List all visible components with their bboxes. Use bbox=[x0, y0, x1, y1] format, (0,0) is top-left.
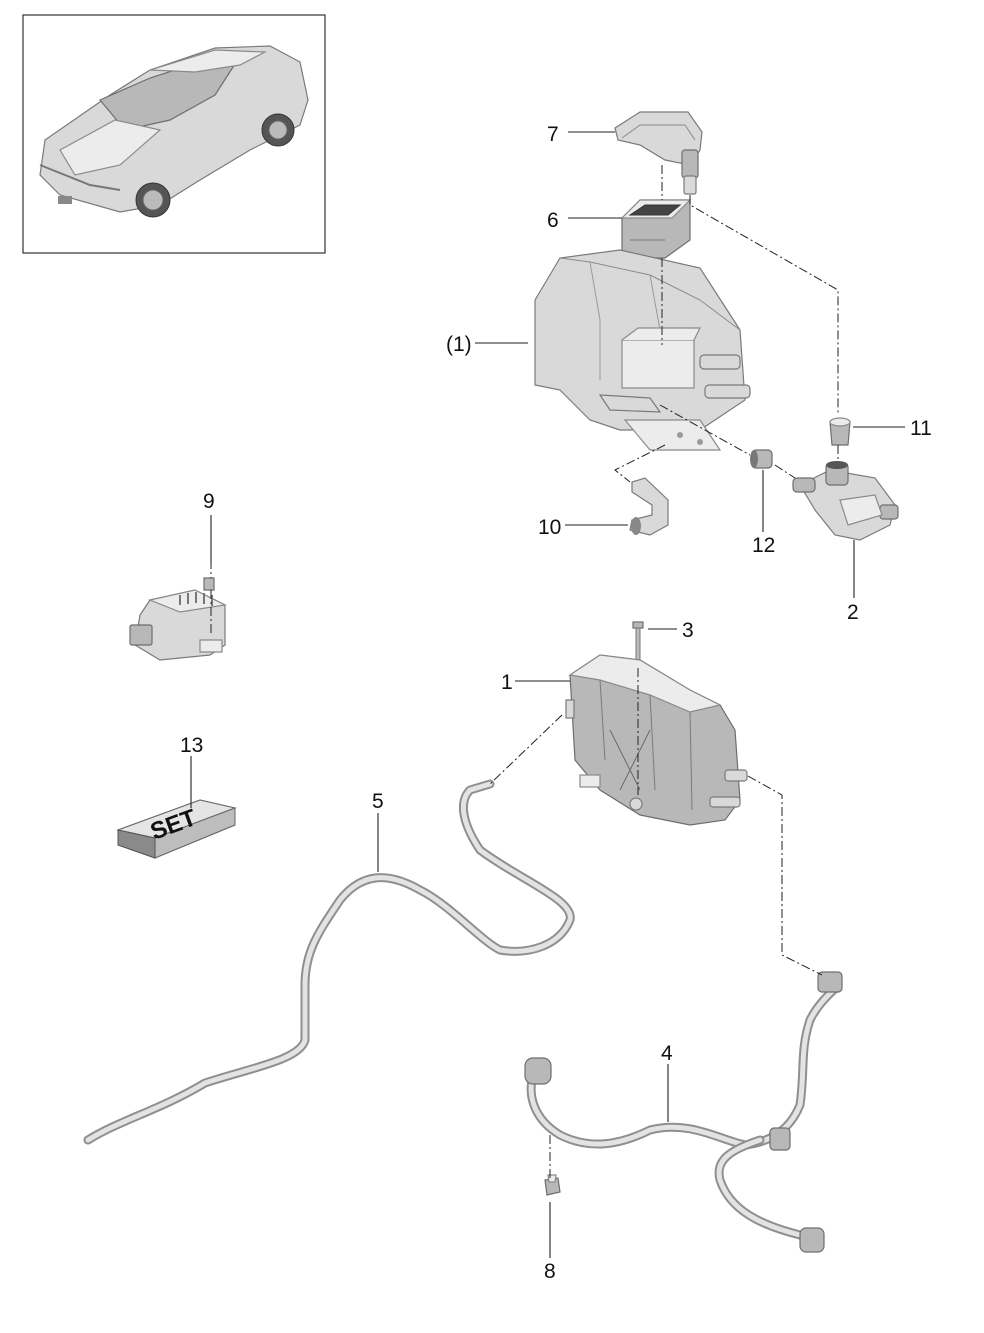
callout-4[interactable]: 4 bbox=[661, 1042, 673, 1065]
part-6-filter bbox=[620, 199, 692, 259]
part-4-hose bbox=[524, 971, 843, 1253]
callout-6[interactable]: 6 bbox=[547, 209, 559, 232]
callout-10[interactable]: 10 bbox=[538, 516, 562, 539]
callout-5[interactable]: 5 bbox=[372, 790, 384, 813]
callout-3[interactable]: 3 bbox=[682, 619, 694, 642]
assembly-lines bbox=[210, 165, 839, 1178]
callout-2[interactable]: 2 bbox=[847, 601, 859, 624]
part-7-cover bbox=[614, 111, 703, 195]
callout-1-parenthesized[interactable]: (1) bbox=[446, 333, 472, 356]
part-8-clip bbox=[544, 1174, 561, 1196]
callout-8[interactable]: 8 bbox=[544, 1260, 556, 1283]
callout-13[interactable]: 13 bbox=[180, 734, 204, 757]
part-13-set-box: SET bbox=[116, 799, 237, 859]
car-illustration bbox=[39, 45, 309, 218]
part-12-connector bbox=[750, 449, 773, 469]
callout-7[interactable]: 7 bbox=[547, 123, 559, 146]
vehicle-thumbnail bbox=[22, 14, 326, 254]
callout-12[interactable]: 12 bbox=[752, 534, 776, 557]
part-10-elbow bbox=[629, 477, 669, 536]
part-1-canister bbox=[565, 654, 748, 826]
callout-9[interactable]: 9 bbox=[203, 490, 215, 513]
part-5-hose bbox=[83, 779, 575, 1145]
callout-1[interactable]: 1 bbox=[501, 671, 513, 694]
part-1-canister-exploded bbox=[534, 249, 751, 451]
leader-lines bbox=[190, 131, 905, 1258]
callout-11[interactable]: 11 bbox=[910, 417, 932, 440]
part-9-control-unit bbox=[129, 577, 227, 661]
part-2-valve bbox=[792, 461, 899, 541]
part-11-cap bbox=[829, 417, 851, 446]
